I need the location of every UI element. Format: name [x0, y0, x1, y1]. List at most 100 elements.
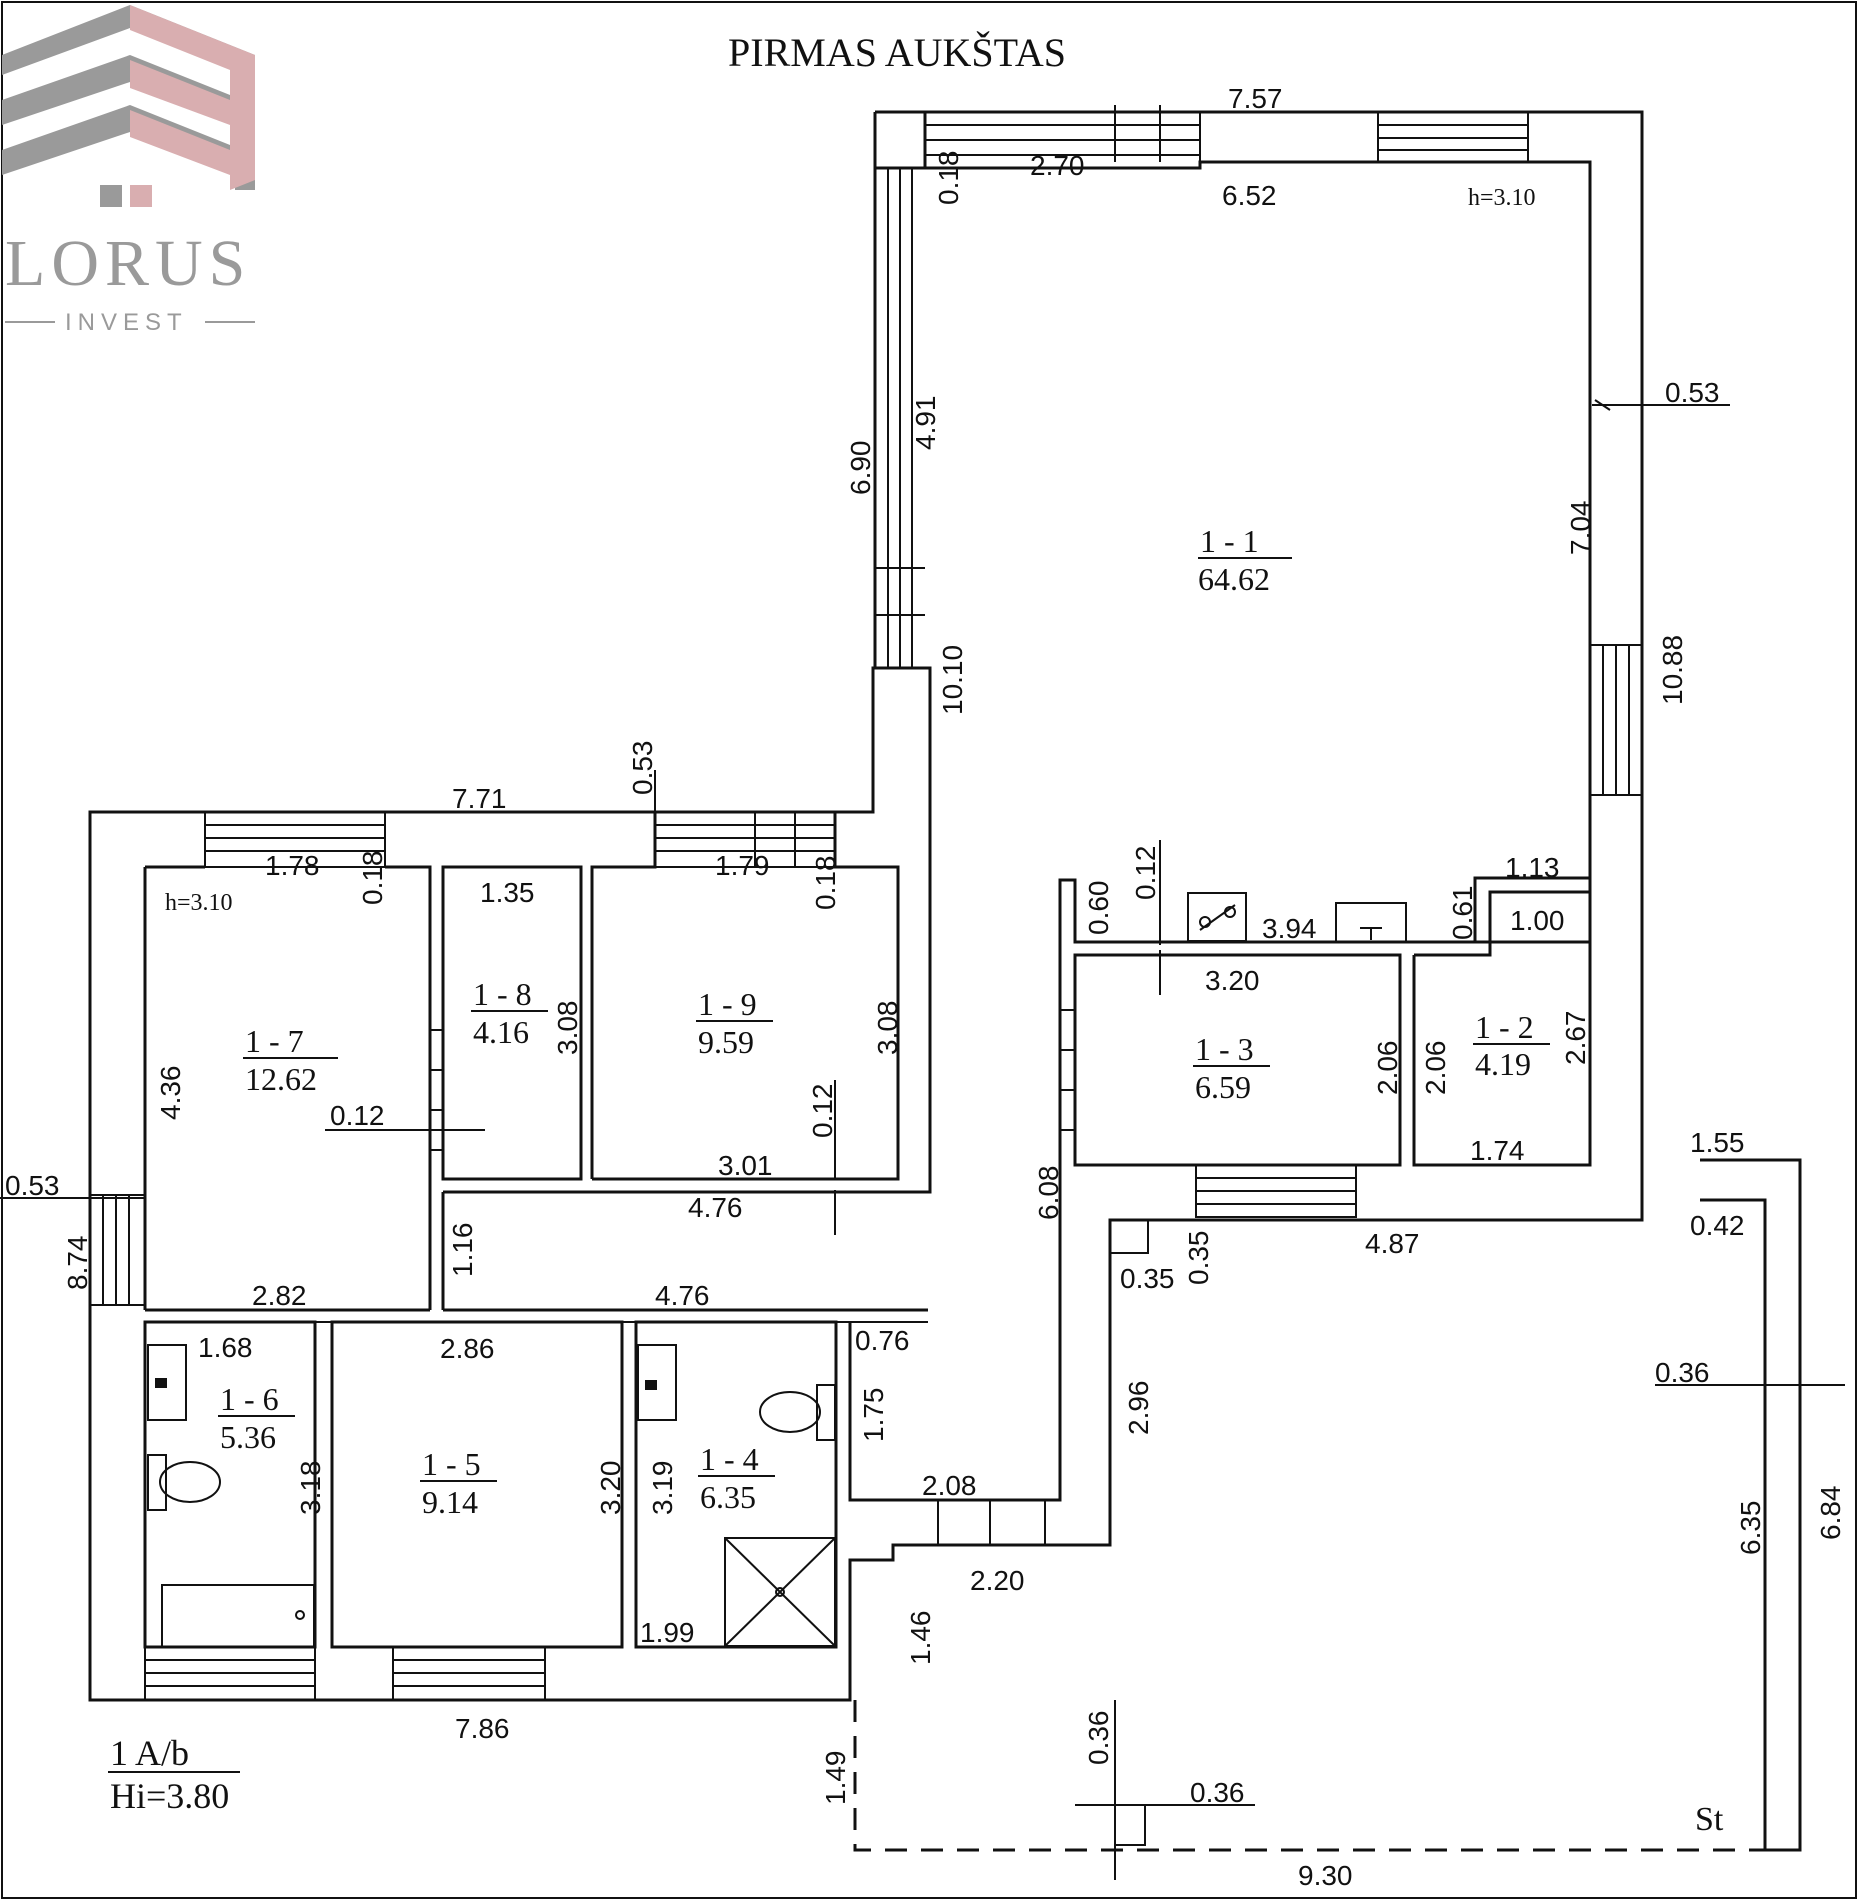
room-1-4: 1 - 4 6.35 — [698, 1441, 775, 1515]
dim-label: 4.76 — [655, 1280, 710, 1311]
dim-label: 0.76 — [855, 1325, 910, 1356]
height-label-main: h=3.10 — [1468, 185, 1536, 211]
room-area: 4.16 — [473, 1014, 529, 1050]
walls — [88, 105, 1802, 1880]
dim-label: 3.20 — [595, 1461, 626, 1516]
dim-label: 0.53 — [1665, 377, 1720, 408]
room-1-7: 1 - 7 12.62 — [243, 1023, 338, 1097]
dim-label: 7.71 — [452, 783, 507, 814]
dim-label: 0.12 — [807, 1084, 838, 1139]
logo-stripe-pink-3 — [130, 110, 230, 175]
dim-label: 6.84 — [1815, 1486, 1846, 1541]
room-area: 12.62 — [245, 1061, 317, 1097]
dim-label: 1.00 — [1510, 905, 1565, 936]
dim-label: 1.13 — [1505, 852, 1560, 883]
dim-label: 0.42 — [1690, 1210, 1745, 1241]
dim-label: 1.46 — [905, 1611, 936, 1666]
dim-label: 0.60 — [1083, 881, 1114, 936]
dimension-markers — [0, 399, 1845, 1806]
room-area: 9.14 — [422, 1484, 478, 1520]
dim-label: 0.53 — [627, 741, 658, 796]
logo-stripe-grey-2 — [2, 55, 230, 125]
stamp: 1 A/b Hi=3.80 — [108, 1733, 240, 1816]
stove-icon — [1199, 904, 1236, 931]
dim-label: 2.67 — [1560, 1011, 1591, 1066]
room-labels: 1 - 1 64.62 1 - 2 4.19 1 - 3 6.59 1 - 4 … — [218, 523, 1550, 1520]
room-1-2: 1 - 2 4.19 — [1473, 1009, 1550, 1082]
dim-label: 1.68 — [198, 1332, 253, 1363]
logo-stripe-pink-2 — [130, 60, 230, 125]
dim-label: 2.70 — [1030, 150, 1085, 181]
dim-label: 0.61 — [1447, 886, 1478, 941]
stamp-line1: 1 A/b — [110, 1733, 189, 1773]
room-1-6: 1 - 6 5.36 — [218, 1381, 295, 1455]
dim-label: 0.12 — [1130, 846, 1161, 901]
room-1-9: 1 - 9 9.59 — [696, 986, 773, 1060]
room-id: 1 - 6 — [220, 1381, 279, 1417]
dim-label: 2.86 — [440, 1333, 495, 1364]
dim-label: 4.87 — [1365, 1228, 1420, 1259]
dim-label: 2.20 — [970, 1565, 1025, 1596]
dim-label: 2.06 — [1420, 1041, 1451, 1096]
dim-label: 1.79 — [715, 850, 770, 881]
logo-roof-pink — [130, 5, 255, 190]
dim-label: 1.35 — [480, 877, 535, 908]
dim-label: 3.08 — [552, 1001, 583, 1056]
room-id: 1 - 5 — [422, 1446, 481, 1482]
dim-label: 10.88 — [1657, 635, 1688, 705]
dim-label: 1.75 — [858, 1388, 889, 1443]
dim-label: 9.30 — [1298, 1860, 1353, 1891]
dim-label: 0.12 — [330, 1100, 385, 1131]
height-label-left: h=3.10 — [165, 890, 233, 916]
dim-label: 6.08 — [1033, 1166, 1064, 1221]
room-id: 1 - 1 — [1200, 523, 1259, 559]
counter-box — [1335, 902, 1407, 943]
dim-label: 4.91 — [910, 396, 941, 451]
dim-label: 8.74 — [62, 1236, 93, 1291]
dim-label: 2.96 — [1123, 1381, 1154, 1436]
dim-label: 0.35 — [1120, 1263, 1175, 1294]
toilet-icon-1 — [147, 1454, 167, 1511]
dim-label: 1.49 — [820, 1751, 851, 1806]
sink-icon-1 — [147, 1344, 187, 1421]
dim-label: 3.19 — [647, 1461, 678, 1516]
room-area: 9.59 — [698, 1024, 754, 1060]
dim-label: 4.36 — [155, 1066, 186, 1121]
dim-label: 0.36 — [1655, 1357, 1710, 1388]
logo-stripe-grey-3 — [2, 105, 230, 175]
dim-label: 0.18 — [933, 151, 964, 206]
room-area: 4.19 — [1475, 1046, 1531, 1082]
corner-label-st: St — [1695, 1801, 1724, 1838]
dim-label: 6.90 — [845, 441, 876, 496]
room-id: 1 - 9 — [698, 986, 757, 1022]
dim-label: 3.18 — [295, 1461, 326, 1516]
dim-label: 2.82 — [252, 1280, 307, 1311]
toilet-icon-2 — [816, 1384, 836, 1441]
room-1-8: 1 - 8 4.16 — [471, 976, 548, 1050]
dim-label: 7.04 — [1565, 501, 1596, 556]
bathtub-icon — [161, 1584, 315, 1648]
dim-label: 1.99 — [640, 1617, 695, 1648]
room-1-5: 1 - 5 9.14 — [420, 1446, 497, 1520]
room-id: 1 - 2 — [1475, 1009, 1534, 1045]
room-area: 64.62 — [1198, 561, 1270, 597]
dim-label: 1.55 — [1690, 1127, 1745, 1158]
room-id: 1 - 4 — [700, 1441, 759, 1477]
dim-label: 6.52 — [1222, 180, 1277, 211]
sink-icon-2 — [637, 1344, 677, 1421]
dimension-labels-vertical: 0.18 7.04 10.88 6.90 4.91 10.10 0.53 0.1… — [62, 151, 1846, 1806]
room-area: 6.35 — [700, 1479, 756, 1515]
dim-label: 4.76 — [688, 1192, 743, 1223]
room-area: 5.36 — [220, 1419, 276, 1455]
dim-label: 0.53 — [5, 1170, 60, 1201]
dim-label: 1.74 — [1470, 1135, 1525, 1166]
dim-label: 3.08 — [872, 1001, 903, 1056]
logo-sub: INVEST — [65, 309, 188, 336]
dim-label: 7.86 — [455, 1713, 510, 1744]
room-id: 1 - 3 — [1195, 1031, 1254, 1067]
logo-window-grey — [100, 185, 122, 207]
dim-label: 0.35 — [1183, 1231, 1214, 1286]
logo-name: LORUS — [5, 227, 251, 300]
